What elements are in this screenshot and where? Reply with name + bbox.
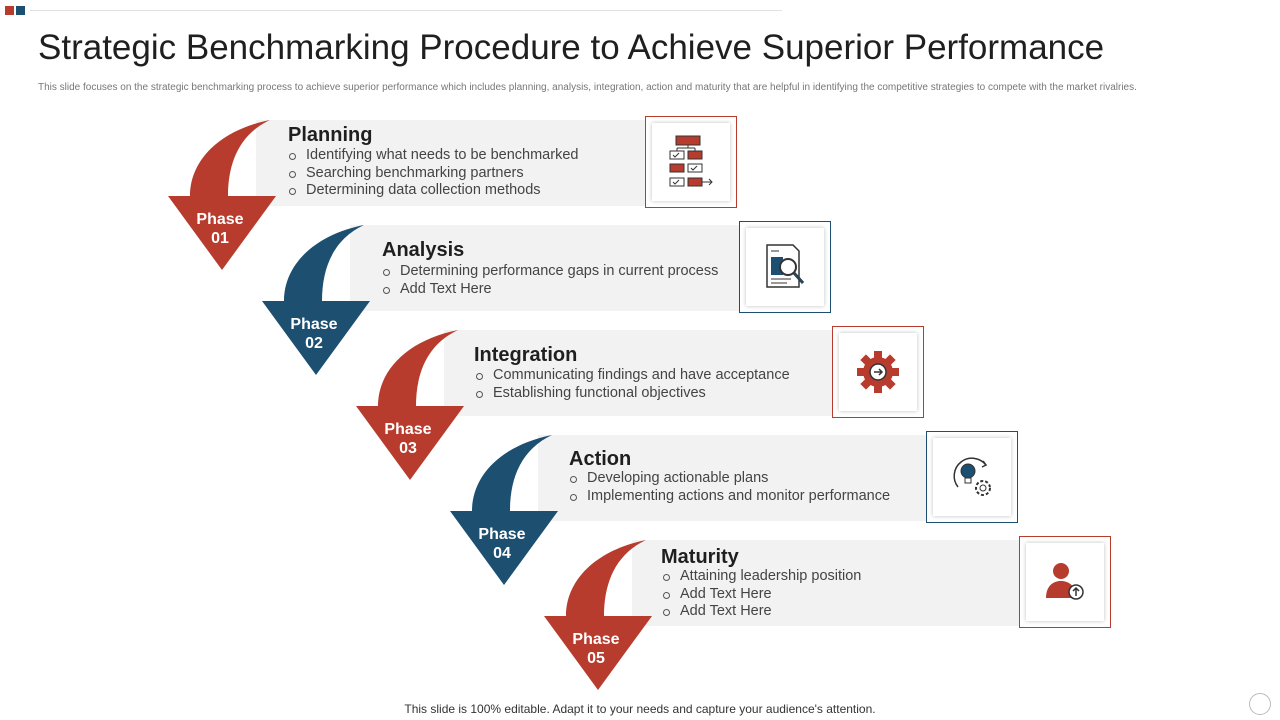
flowchart-checklist-icon: [669, 135, 713, 187]
phase-heading-integration: Integration: [474, 344, 578, 366]
phase-band-analysis: [350, 225, 750, 311]
phase-heading-analysis: Analysis: [382, 239, 465, 261]
bullet-item: Establishing functional objectives: [475, 385, 790, 403]
phase-heading-action: Action: [569, 448, 632, 470]
bullet-item: Searching benchmarking partners: [288, 165, 578, 183]
phase-arrow-05: Phase 05: [542, 540, 654, 690]
icon-box-action: [926, 431, 1018, 523]
phase-label-05: Phase 05: [572, 631, 620, 667]
top-divider: [30, 10, 782, 11]
slide-nav-button[interactable]: [1249, 693, 1271, 715]
icon-box-integration: [832, 326, 924, 418]
bullet-item: Add Text Here: [382, 281, 718, 299]
curved-arrow-icon: [356, 330, 464, 480]
phase-arrow-02: Phase 02: [260, 225, 372, 375]
corner-square-red: [5, 6, 14, 15]
bullet-item: Determining performance gaps in current …: [382, 263, 718, 281]
document-magnifier-icon: [766, 244, 805, 288]
icon-card: [839, 333, 917, 411]
bullet-item: Communicating findings and have acceptan…: [475, 367, 790, 385]
icon-box-maturity: [1019, 536, 1111, 628]
phase-heading-planning: Planning: [288, 124, 373, 146]
phase-bullets-integration: Communicating findings and have acceptan…: [475, 367, 790, 402]
bullet-item: Identifying what needs to be benchmarked: [288, 147, 578, 165]
bullet-item: Determining data collection methods: [288, 182, 578, 200]
bullet-item: Add Text Here: [662, 603, 861, 621]
bullet-item: Add Text Here: [662, 586, 861, 604]
icon-card: [652, 123, 730, 201]
bullet-item: Attaining leadership position: [662, 568, 861, 586]
phase-arrow-03: Phase 03: [354, 330, 466, 480]
bullet-item: Implementing actions and monitor perform…: [569, 488, 890, 506]
bullet-item: Developing actionable plans: [569, 470, 890, 488]
curved-arrow-icon: [262, 225, 370, 375]
phase-label-03: Phase 03: [384, 421, 432, 457]
page-title: Strategic Benchmarking Procedure to Achi…: [38, 28, 1105, 67]
curved-arrow-icon: [168, 120, 276, 270]
icon-box-planning: [645, 116, 737, 208]
phase-band-integration: [444, 330, 844, 416]
phase-bullets-maturity: Attaining leadership position Add Text H…: [662, 568, 861, 621]
phase-arrow-01: Phase 01: [166, 120, 278, 270]
phase-bullets-planning: Identifying what needs to be benchmarked…: [288, 147, 578, 200]
phase-heading-maturity: Maturity: [661, 546, 739, 568]
phase-label-04: Phase 04: [478, 526, 526, 562]
page-subtitle: This slide focuses on the strategic benc…: [38, 82, 1137, 93]
phase-band-maturity: [632, 540, 1032, 626]
corner-square-blue: [16, 6, 25, 15]
phase-bullets-analysis: Determining performance gaps in current …: [382, 263, 718, 298]
person-upgrade-icon: [1046, 563, 1084, 600]
curved-arrow-icon: [544, 540, 652, 690]
lightbulb-gear-icon: [953, 457, 991, 496]
gear-arrow-icon: [857, 351, 899, 393]
curved-arrow-icon: [450, 435, 558, 585]
phase-arrow-04: Phase 04: [448, 435, 560, 585]
phase-label-01: Phase 01: [196, 211, 244, 247]
icon-card: [746, 228, 824, 306]
icon-card: [1026, 543, 1104, 621]
icon-box-analysis: [739, 221, 831, 313]
phase-band-action: [538, 435, 938, 521]
icon-card: [933, 438, 1011, 516]
phase-label-02: Phase 02: [290, 316, 338, 352]
phase-band-planning: [256, 120, 656, 206]
footer-note: This slide is 100% editable. Adapt it to…: [404, 702, 876, 716]
phase-bullets-action: Developing actionable plans Implementing…: [569, 470, 890, 505]
